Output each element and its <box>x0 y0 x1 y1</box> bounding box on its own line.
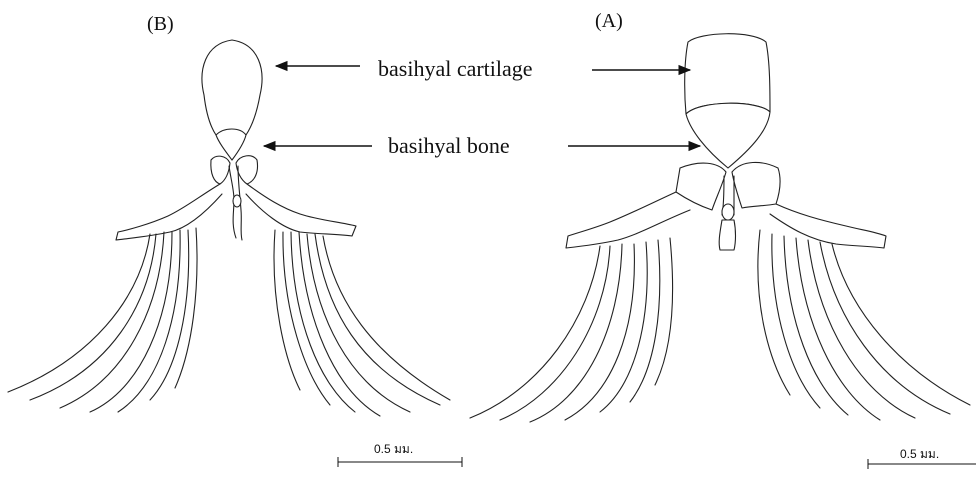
scale-label-left: 0.5 มม. <box>374 440 413 459</box>
panel-label-a: (A) <box>595 10 623 33</box>
arm-right-b <box>246 184 356 236</box>
arm-left-a <box>566 192 690 248</box>
specimen-a <box>470 34 970 422</box>
hypohyal-right-a <box>732 162 780 208</box>
basihyal-cartilage-b <box>202 40 262 135</box>
panel-label-b: (B) <box>147 13 174 36</box>
arm-left-b <box>116 184 222 240</box>
specimen-b <box>8 40 450 416</box>
hypohyal-left-a <box>676 163 726 210</box>
urohyal-knob-a <box>722 204 734 220</box>
basihyal-cartilage-a <box>685 34 770 114</box>
arm-right-a <box>770 204 886 248</box>
rays-right-a <box>758 230 970 420</box>
rays-left-a <box>470 238 673 422</box>
hypohyal-left-b <box>211 156 230 184</box>
hypohyal-right-b <box>236 156 258 184</box>
basihyal-bone-b <box>216 129 246 160</box>
rays-left-b <box>8 228 197 412</box>
urohyal-shaft-a <box>719 220 735 250</box>
urohyal-knob-b <box>233 195 241 207</box>
rays-right-b <box>274 230 450 416</box>
label-basihyal-bone: basihyal bone <box>388 133 510 159</box>
label-basihyal-cartilage: basihyal cartilage <box>378 56 533 82</box>
basihyal-bone-a <box>686 103 770 168</box>
scale-label-right: 0.5 มม. <box>900 445 939 464</box>
